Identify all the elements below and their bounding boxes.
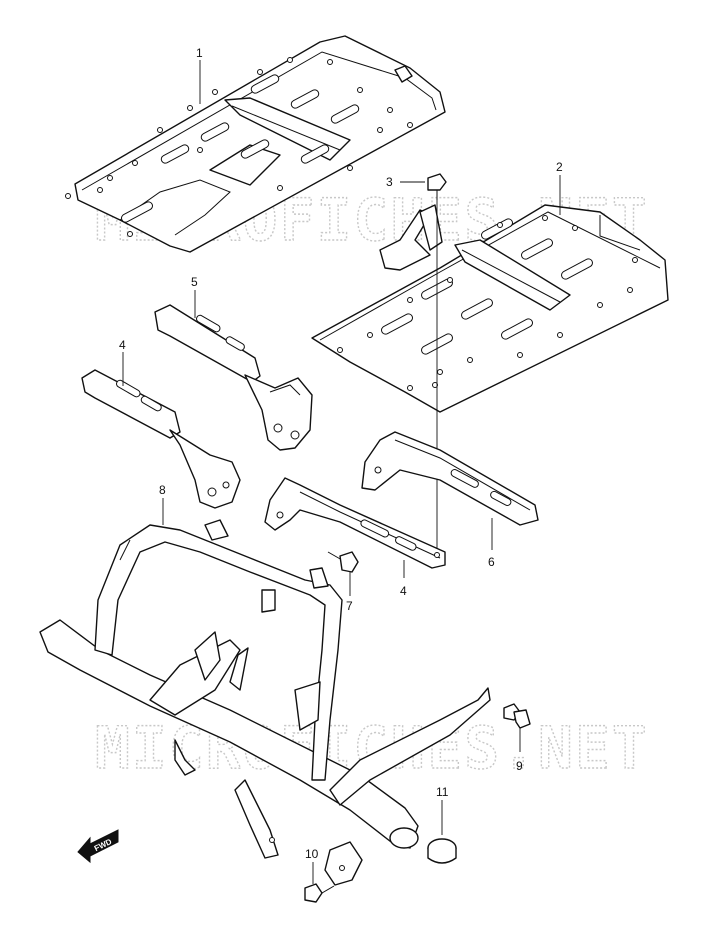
callout-5: 5	[191, 275, 198, 289]
part-11-cap	[427, 838, 457, 864]
part-4-bracket-left	[81, 369, 241, 509]
callout-10: 10	[305, 847, 319, 861]
part-2-holes	[337, 215, 638, 391]
part-1-holes	[65, 57, 413, 237]
callout-2: 2	[556, 160, 563, 174]
part-6-bracket	[361, 431, 539, 526]
callout-7: 7	[346, 599, 353, 613]
fwd-arrow-icon: FWD	[77, 829, 119, 864]
part-7-bolt	[327, 551, 359, 573]
part-9-bolt	[503, 703, 531, 729]
part-4-bracket-center	[264, 477, 446, 569]
fwd-label: FWD	[93, 837, 114, 853]
callout-11: 11	[436, 785, 449, 799]
callout-4b: 4	[400, 584, 407, 598]
part-1-slots	[121, 74, 360, 223]
part-3-bolt	[427, 173, 447, 200]
part-5-bracket	[154, 304, 313, 451]
part-8-bumper-frame	[39, 519, 491, 886]
callout-4a: 4	[119, 338, 126, 352]
callout-8: 8	[159, 483, 166, 497]
callout-9: 9	[516, 759, 523, 773]
callout-6: 6	[488, 555, 495, 569]
callout-1: 1	[196, 46, 203, 60]
callout-3: 3	[386, 175, 393, 189]
part-1-carrier-plate	[65, 35, 446, 253]
part-10-bolt	[304, 883, 335, 903]
